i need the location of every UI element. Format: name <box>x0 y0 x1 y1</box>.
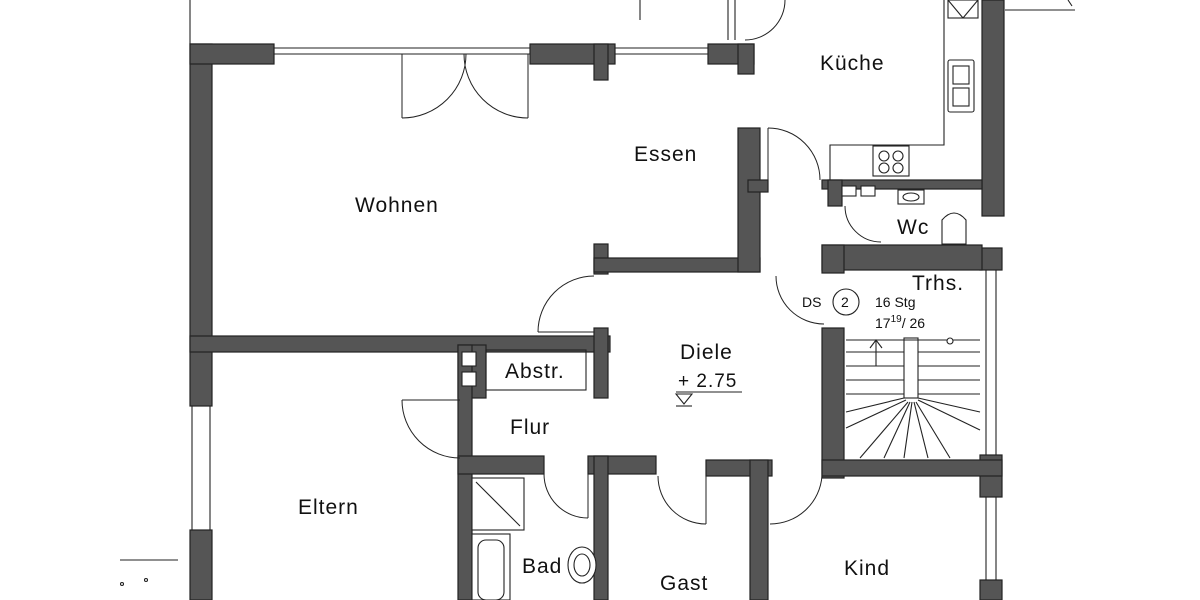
exterior-mark <box>119 559 178 587</box>
stove-icon <box>872 145 910 177</box>
wc-fixtures <box>897 189 967 245</box>
room-label-essen: Essen <box>634 143 697 166</box>
bath-fixtures <box>471 477 597 600</box>
room-label-kind: Kind <box>844 557 890 580</box>
room-label-abstr: Abstr. <box>505 360 565 383</box>
room-label-kueche: Küche <box>820 52 885 75</box>
stair-steps: 16 Stg <box>875 294 915 310</box>
toilet-icon <box>941 212 967 245</box>
balcony-outline <box>189 0 1075 44</box>
staircase <box>845 337 981 459</box>
ds-number: 2 <box>841 294 849 310</box>
room-label-eltern: Eltern <box>298 496 359 519</box>
storage-fixtures <box>461 349 587 391</box>
level-height: + 2.75 <box>678 371 737 392</box>
level-triangle-icon <box>674 393 694 405</box>
kitchen-fixtures <box>829 0 979 197</box>
room-label-gast: Gast <box>660 572 708 595</box>
room-label-flur: Flur <box>510 416 550 439</box>
room-label-wc: Wc <box>897 216 929 239</box>
stair-ratio-main: 17 <box>875 315 891 331</box>
stair-ratio-sup: 19 <box>891 314 903 325</box>
ds-circle <box>832 288 860 316</box>
door-swings <box>401 0 882 525</box>
room-label-bad: Bad <box>522 555 562 578</box>
room-label-wohnen: Wohnen <box>355 194 439 217</box>
walls <box>189 0 1005 600</box>
stair-eye <box>903 337 919 399</box>
ds-label: DS <box>802 294 821 310</box>
room-label-diele: Diele <box>680 341 733 364</box>
stair-ratio-rest: / 26 <box>902 315 926 331</box>
windows <box>191 47 997 580</box>
room-label-trhs: Trhs. <box>912 272 964 295</box>
stair-ratio: 1719/ 26 <box>875 314 925 331</box>
